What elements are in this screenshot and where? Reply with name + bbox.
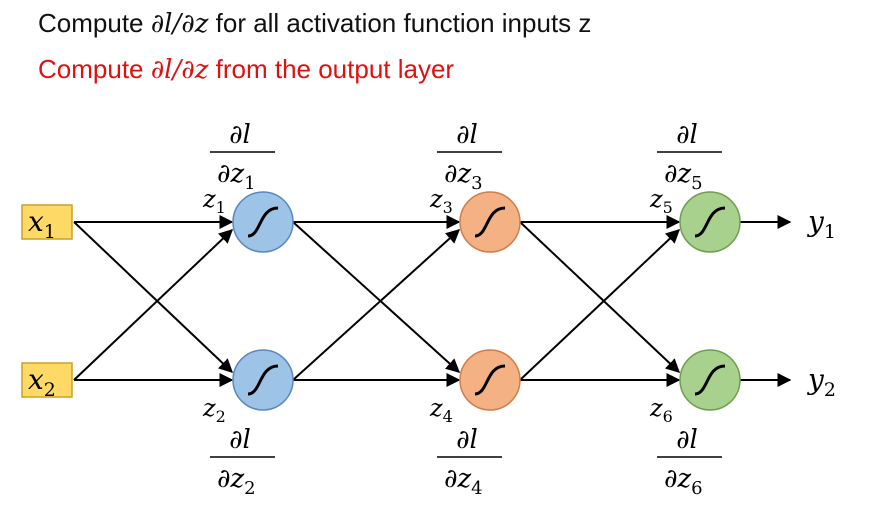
- output-label-1: y1: [806, 205, 836, 243]
- edge: [73, 229, 234, 381]
- z-label-4: z4: [429, 394, 453, 426]
- heading-math: ∂l/∂z: [150, 9, 209, 39]
- neuron-z3: [459, 191, 521, 253]
- derivative-numerator-4: ∂l: [456, 425, 478, 455]
- input-label-1: x1: [28, 205, 56, 243]
- sigmoid-icon: [474, 206, 506, 238]
- heading-prefix: Compute: [38, 8, 151, 38]
- derivative-denominator-3: ∂z3: [444, 159, 483, 194]
- z-label-2: z2: [202, 394, 226, 426]
- neuron-z2: [232, 349, 294, 411]
- edge: [519, 221, 681, 373]
- sigmoid-icon: [247, 364, 279, 396]
- z-label-5: z5: [649, 185, 673, 217]
- z-label-6: z6: [649, 394, 673, 426]
- z-label-3: z3: [429, 185, 453, 217]
- input-label-2: x2: [28, 363, 56, 401]
- heading: Compute ∂l/∂z for all activation functio…: [38, 8, 591, 39]
- derivative-denominator-6: ∂z6: [664, 464, 703, 499]
- derivative-numerator-3: ∂l: [456, 120, 478, 150]
- sigmoid-icon: [247, 206, 279, 238]
- neuron-z5: [679, 191, 741, 253]
- sigmoid-icon: [694, 206, 726, 238]
- derivative-denominator-4: ∂z4: [444, 464, 483, 499]
- derivative-numerator-5: ∂l: [676, 120, 698, 150]
- derivative-numerator-6: ∂l: [676, 425, 698, 455]
- edge: [292, 221, 461, 373]
- neuron-z4: [459, 349, 521, 411]
- sigmoid-icon: [474, 364, 506, 396]
- sigmoid-icon: [694, 364, 726, 396]
- derivative-denominator-2: ∂z2: [217, 464, 256, 499]
- derivative-denominator-5: ∂z5: [664, 159, 703, 194]
- heading-suffix: for all activation function inputs z: [208, 8, 592, 38]
- derivative-numerator-2: ∂l: [229, 425, 251, 455]
- edge: [292, 229, 461, 381]
- subheading-suffix: from the output layer: [208, 54, 455, 84]
- edge: [519, 229, 681, 381]
- derivative-denominator-1: ∂z1: [217, 159, 256, 194]
- input-box-1: [21, 204, 73, 240]
- output-label-2: y2: [806, 363, 836, 401]
- subheading: Compute ∂l/∂z from the output layer: [38, 54, 454, 85]
- subheading-prefix: Compute: [38, 54, 151, 84]
- subheading-math: ∂l/∂z: [150, 55, 209, 85]
- input-box-2: [21, 362, 73, 398]
- neuron-z1: [232, 191, 294, 253]
- neuron-z6: [679, 349, 741, 411]
- derivative-numerator-1: ∂l: [229, 120, 251, 150]
- z-label-1: z1: [202, 185, 226, 217]
- edge: [73, 221, 234, 373]
